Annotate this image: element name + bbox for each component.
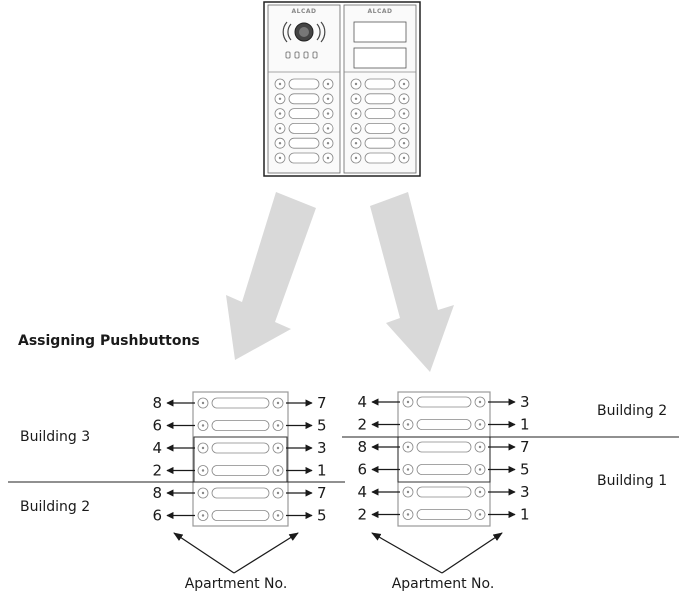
apartment-number-left: 6	[152, 507, 162, 525]
device-pushbutton	[350, 108, 410, 119]
apartment-number-left: 8	[357, 438, 367, 456]
device-pushbutton	[350, 137, 410, 149]
apartment-number-right: 7	[317, 394, 327, 412]
caption-arrow	[441, 532, 503, 574]
pushbutton	[402, 419, 486, 430]
apartment-number-right: 3	[520, 483, 530, 501]
apartment-number-left: 8	[152, 394, 162, 412]
apartment-number-right: 7	[520, 438, 530, 456]
pushbutton	[402, 441, 486, 453]
apartment-caption-left: Apartment No.	[185, 576, 288, 592]
device-button-rows	[274, 78, 410, 164]
caption-arrow	[233, 532, 299, 574]
device-pushbutton	[350, 152, 410, 164]
apartment-caption-right: Apartment No.	[392, 576, 495, 592]
section-title: Assigning Pushbuttons	[18, 333, 200, 349]
brand-logo-left: ALCAD	[292, 8, 317, 15]
apartment-number-right: 1	[520, 416, 530, 434]
connector-arrows	[226, 192, 454, 372]
building-label-right-bottom: Building 1	[597, 473, 667, 489]
caption-arrow	[173, 532, 235, 574]
pushbutton	[402, 509, 486, 520]
building-label-left-top: Building 3	[20, 429, 90, 445]
device-pushbutton	[274, 78, 334, 90]
apartment-number-right: 5	[520, 461, 530, 479]
pushbutton	[197, 510, 284, 521]
apartment-number-right: 5	[317, 417, 327, 435]
device-pushbutton	[274, 122, 334, 134]
apartment-number-right: 3	[317, 439, 327, 457]
apartment-number-left: 8	[152, 484, 162, 502]
apartment-number-right: 3	[520, 393, 530, 411]
pushbutton	[402, 464, 486, 475]
apartment-number-left: 4	[357, 393, 367, 411]
apartment-number-left: 6	[152, 417, 162, 435]
apartment-number-right: 1	[520, 506, 530, 524]
apartment-number-left: 2	[152, 462, 162, 480]
directory-window	[353, 21, 407, 43]
device-pushbutton	[350, 93, 410, 105]
directory-window	[353, 47, 407, 69]
pushbutton	[402, 486, 486, 498]
large-arrow-left	[226, 192, 316, 360]
building-label-right-top: Building 2	[597, 403, 667, 419]
device-pushbutton	[274, 152, 334, 164]
apartment-number-left: 2	[357, 506, 367, 524]
pushbutton	[197, 397, 284, 409]
pushbutton	[197, 487, 284, 499]
pushbutton	[197, 465, 284, 476]
apartment-number-left: 6	[357, 461, 367, 479]
apartment-number-right: 7	[317, 484, 327, 502]
device-pushbutton	[274, 137, 334, 149]
device-pushbutton	[350, 78, 410, 90]
caption-arrow	[371, 532, 443, 574]
apartment-number-left: 4	[357, 483, 367, 501]
left-panel-frame	[192, 391, 289, 527]
pushbutton	[197, 442, 284, 454]
right-panel-frame	[397, 391, 491, 527]
status-indicators-icon	[285, 51, 318, 59]
brand-logo-right: ALCAD	[368, 8, 393, 15]
device-pushbutton	[274, 108, 334, 119]
apartment-number-right: 1	[317, 462, 327, 480]
apartment-number-left: 2	[357, 416, 367, 434]
large-arrow-right	[370, 192, 454, 372]
apartment-number-left: 4	[152, 439, 162, 457]
apartment-number-right: 5	[317, 507, 327, 525]
door-entry-device: ALCAD ALCAD	[263, 1, 421, 177]
building-label-left-bottom: Building 2	[20, 499, 90, 515]
pushbutton	[197, 420, 284, 431]
camera-icon	[282, 21, 326, 43]
device-pushbutton	[350, 122, 410, 134]
pushbutton	[402, 396, 486, 408]
device-pushbutton	[274, 93, 334, 105]
